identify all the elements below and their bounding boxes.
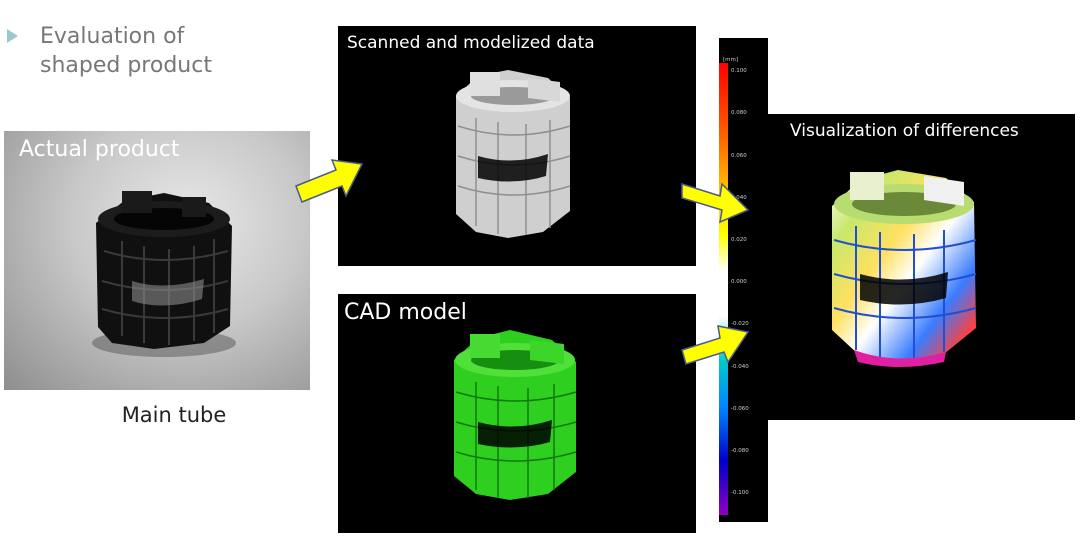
scale-tick: -0.020 xyxy=(731,321,749,327)
scale-tick: 0.080 xyxy=(731,110,747,116)
scanned-model-image xyxy=(456,70,571,238)
actual-product-photo: Actual product xyxy=(4,131,310,390)
actual-product-label: Actual product xyxy=(19,137,180,162)
scale-tick: -0.060 xyxy=(731,406,749,412)
cad-model-image xyxy=(454,330,577,500)
heading-line-1: Evaluation of xyxy=(40,24,185,49)
scale-tick: 0.060 xyxy=(731,153,747,159)
scale-unit-label: [mm] xyxy=(723,57,739,63)
scale-tick: 0.020 xyxy=(731,237,747,243)
scale-tick: -0.100 xyxy=(731,490,749,496)
arrow-photo-to-scan-icon xyxy=(295,159,364,203)
deviation-color-scale: [mm] 0.100 0.080 0.060 0.040 0.020 0.000… xyxy=(719,38,768,522)
arrow-cad-to-diff-icon xyxy=(681,325,750,365)
scanned-data-panel: Scanned and modelized data xyxy=(338,26,696,266)
bullet-triangle-icon xyxy=(7,29,18,43)
main-tube-caption: Main tube xyxy=(121,403,227,427)
differences-panel: Visualization of differences xyxy=(768,114,1075,420)
scale-tick: -0.040 xyxy=(731,364,749,370)
scanned-data-label: Scanned and modelized data xyxy=(347,33,595,53)
scale-tick: -0.080 xyxy=(731,448,749,454)
cad-model-panel: CAD model xyxy=(338,294,696,533)
scale-tick: 0.040 xyxy=(731,195,747,201)
cad-model-label: CAD model xyxy=(344,300,467,325)
differences-label: Visualization of differences xyxy=(790,121,1019,141)
slide-heading: Evaluation of shaped product xyxy=(40,22,300,80)
arrow-scan-to-diff-icon xyxy=(681,182,750,224)
heading-line-2: shaped product xyxy=(40,53,212,78)
scale-tick: 0.000 xyxy=(731,279,747,285)
scale-gradient-bar xyxy=(719,63,728,515)
scale-tick: 0.100 xyxy=(731,68,747,74)
black-tube-image xyxy=(92,191,236,357)
difference-heatmap-model-image xyxy=(832,170,977,367)
